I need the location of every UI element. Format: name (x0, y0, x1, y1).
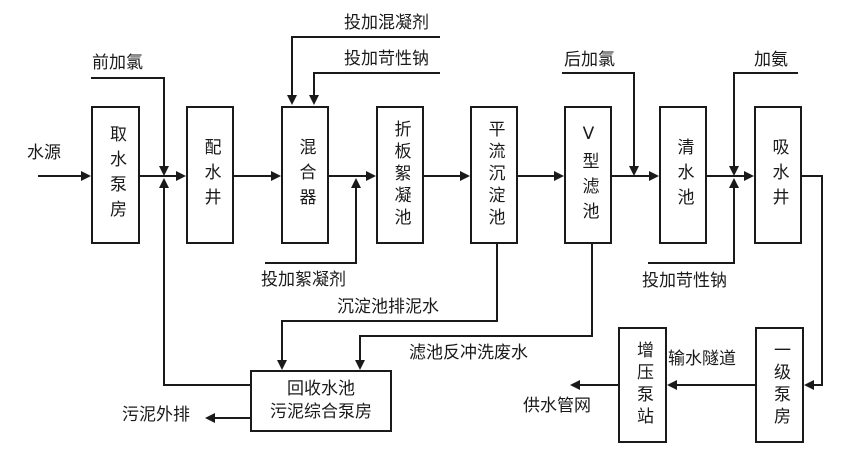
label-add-coagulant: 投加混凝剂 (344, 13, 429, 33)
arrowhead-ammonia (729, 166, 739, 176)
label-post-chlorination: 后加氯 (564, 50, 615, 70)
recycle-return-line (163, 186, 165, 386)
box-booster-pump-station: 增压泵站 (618, 327, 667, 443)
flow-line-source (38, 175, 84, 177)
tunnel-line (675, 384, 755, 386)
box-intake-pump-house: 取水泵房 (91, 106, 140, 244)
label-sludge-discharge: 污泥外排 (122, 405, 190, 425)
label-water-tunnel: 输水隧道 (668, 349, 736, 369)
flocculant-line (265, 262, 357, 264)
box-label: 平流沉淀池 (484, 120, 505, 230)
flow-line (612, 175, 649, 177)
flow-line (234, 175, 271, 177)
flow-line-down-right (821, 175, 823, 386)
box-distribution-well: 配水井 (186, 106, 234, 244)
arrowhead-into-booster (667, 380, 677, 390)
arrowhead-supply-network (570, 380, 580, 390)
sludge-discharge-line (215, 417, 250, 419)
backwash-line (591, 244, 593, 337)
arrowhead-into-first-stage-pump (804, 380, 814, 390)
arrowhead-post-chlorine (629, 166, 639, 176)
flow-line (424, 175, 460, 177)
box-folded-plate-flocculation-tank: 折板絮凝池 (376, 106, 424, 244)
box-suction-well: 吸水井 (754, 106, 802, 244)
arrowhead-recycle-return (159, 178, 169, 188)
arrowhead-into-intake (81, 171, 91, 181)
arrowhead-caustic-top (309, 95, 319, 105)
caustic-top-line (313, 72, 440, 74)
label-pre-chlorination: 前加氯 (92, 53, 143, 73)
sludge-water-line (281, 322, 283, 360)
post-chlorine-line (633, 72, 635, 166)
arrowhead-into-suction-well (744, 171, 754, 181)
supply-network-line (580, 384, 618, 386)
arrowhead-caustic-bottom (729, 178, 739, 188)
arrowhead-sludge-discharge (205, 413, 215, 423)
box-label: 增压泵站 (633, 341, 653, 429)
pre-chlorine-line (163, 77, 165, 166)
arrowhead-sludge-water (277, 360, 287, 370)
label-water-source: 水源 (27, 143, 61, 163)
arrowhead-pre-chlorine (159, 166, 169, 176)
box-recycle-tank-sludge-pump-house: 回收水池 污泥综合泵房 (250, 370, 392, 432)
box-label: 吸水井 (768, 137, 789, 213)
recycle-return-line (163, 384, 250, 386)
box-first-stage-pump-house: 一级泵房 (755, 327, 804, 443)
box-label: 一级泵房 (770, 341, 790, 429)
box-label: V型滤池 (578, 123, 599, 227)
box-clear-water-tank: 清水池 (659, 106, 707, 244)
sludge-water-line (496, 244, 498, 322)
label-add-caustic-soda-top: 投加苛性钠 (344, 49, 429, 69)
box-label: 取水泵房 (106, 125, 126, 225)
flow-line-to-first-stage (802, 175, 823, 177)
label-sedimentation-sludge-water: 沉淀池排泥水 (337, 297, 439, 317)
box-mixer: 混合器 (281, 106, 329, 244)
label-filter-backwash-wastewater: 滤池反冲洗废水 (409, 343, 528, 363)
label-add-ammonia: 加氨 (754, 50, 788, 70)
arrowhead-backwash (355, 360, 365, 370)
flow-line (140, 175, 176, 177)
backwash-line (359, 337, 361, 360)
arrowhead-into-sedimentation (460, 171, 470, 181)
ammonia-line (733, 72, 735, 166)
box-v-type-filter: V型滤池 (564, 106, 612, 244)
flocculant-line (355, 188, 357, 264)
sludge-water-line (281, 320, 498, 322)
arrowhead-into-flocculation (366, 171, 376, 181)
arrowhead-into-distribution-well (176, 171, 186, 181)
flow-line-into-first-stage (814, 384, 823, 386)
box-label: 折板絮凝池 (390, 120, 411, 230)
box-label: 回收水池 污泥综合泵房 (270, 379, 372, 422)
arrowhead-flocculant (351, 178, 361, 188)
coagulant-line (291, 36, 440, 38)
caustic-bottom-line (648, 262, 735, 264)
label-add-flocculant: 投加絮凝剂 (261, 270, 346, 290)
ammonia-line (733, 72, 798, 74)
box-label: 混合器 (295, 137, 316, 213)
backwash-line (359, 335, 593, 337)
caustic-bottom-line (733, 188, 735, 264)
flow-line (518, 175, 554, 177)
box-horizontal-flow-sedimentation-tank: 平流沉淀池 (470, 106, 518, 244)
label-add-caustic-soda-bottom: 投加苛性钠 (642, 271, 727, 291)
caustic-top-line (313, 72, 315, 96)
label-supply-network: 供水管网 (523, 396, 591, 416)
box-label: 配水井 (200, 137, 221, 213)
arrowhead-coagulant (287, 95, 297, 105)
post-chlorine-line (562, 72, 635, 74)
arrowhead-into-mixer (271, 171, 281, 181)
pre-chlorine-line (91, 77, 165, 79)
coagulant-line (291, 36, 293, 96)
flow-line (707, 175, 744, 177)
flow-line (329, 175, 366, 177)
box-label: 清水池 (673, 137, 694, 213)
arrowhead-into-filter (554, 171, 564, 181)
arrowhead-into-clear-water (649, 171, 659, 181)
